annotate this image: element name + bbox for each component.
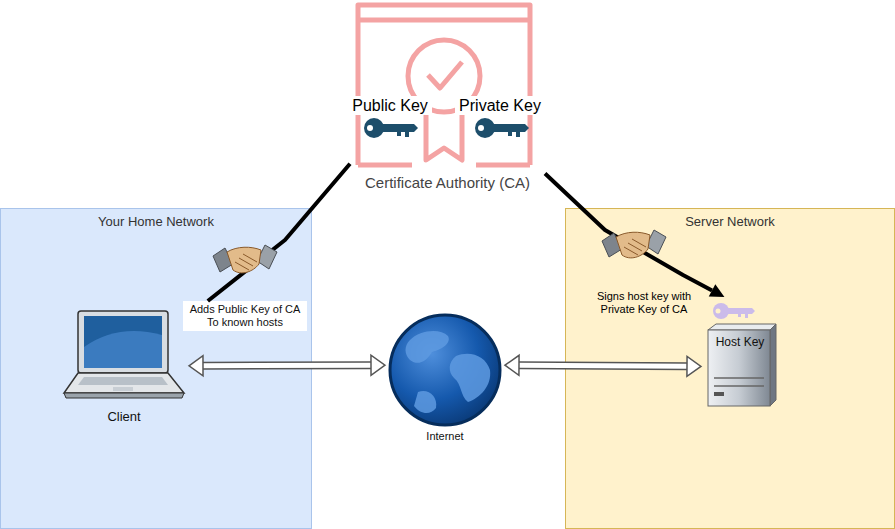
key-icon xyxy=(475,118,529,138)
node-text: Adds Public Key of CA To known hosts xyxy=(186,303,304,329)
arrow-head xyxy=(371,355,385,375)
arrow-head xyxy=(687,356,701,376)
network-region: Your Home NetworkAdds Public Key of CA T… xyxy=(0,208,312,529)
key-label: Public Key xyxy=(348,96,432,115)
arrow-inner xyxy=(519,365,687,366)
arrow-head xyxy=(505,355,519,375)
globe-icon xyxy=(390,315,500,425)
server-icon xyxy=(708,303,776,406)
network-arrow xyxy=(189,355,385,375)
arrow-inner xyxy=(203,363,371,368)
key-icon xyxy=(364,118,418,138)
line-path xyxy=(208,164,350,301)
node-text: Internet xyxy=(426,430,463,443)
arrow-head xyxy=(189,356,203,376)
line-path xyxy=(545,174,712,291)
node-text: Host Key xyxy=(716,335,765,349)
node-text: Certificate Authority (CA) xyxy=(365,174,530,192)
handshake-icon xyxy=(602,230,666,258)
arrow-outline xyxy=(519,365,687,366)
client-node: Client xyxy=(59,306,189,428)
callout-text: Signs host key with Private Key of CA xyxy=(588,290,700,316)
callout-box: Adds Public Key of CA To known hosts xyxy=(183,301,307,331)
arrow-head xyxy=(709,284,725,297)
node-text: Server Network xyxy=(685,214,775,230)
trust-line xyxy=(545,174,724,297)
laptop-icon xyxy=(64,311,184,398)
node-text: Client xyxy=(107,409,140,425)
server-node: Host Key xyxy=(701,297,779,409)
trust-line xyxy=(208,164,350,301)
internet-node: Internet xyxy=(385,312,505,445)
network-arrow xyxy=(505,355,701,376)
network-region: Server NetworkHost Key xyxy=(565,208,895,529)
arrow-outline xyxy=(203,361,371,369)
key-label: Private Key xyxy=(455,96,545,115)
node-text: Your Home Network xyxy=(98,214,214,230)
handshake-icon xyxy=(213,245,277,273)
certificate-icon xyxy=(358,5,530,165)
